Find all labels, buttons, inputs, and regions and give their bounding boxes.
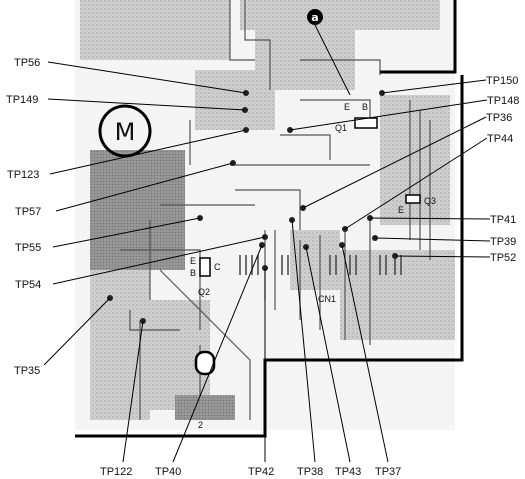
test-point-labels: TP56 TP149 TP123 TP57 TP55 TP54 TP35 TP1… xyxy=(6,57,519,478)
mounting-hole xyxy=(194,350,216,376)
cn1-label: CN1 xyxy=(318,294,336,304)
q3-label: Q3 xyxy=(424,196,436,206)
label-tp41: TP41 xyxy=(490,214,516,226)
q2-pin-e: E xyxy=(190,256,196,266)
q2-pin-c: C xyxy=(214,262,221,272)
motor-symbol: M xyxy=(98,104,152,158)
label-tp36: TP36 xyxy=(486,112,512,124)
label-tp35: TP35 xyxy=(14,365,40,377)
label-tp43: TP43 xyxy=(335,466,361,478)
label-tp56: TP56 xyxy=(14,57,40,69)
label-tp37: TP37 xyxy=(375,466,401,478)
label-tp44: TP44 xyxy=(487,133,513,145)
marker-a: a xyxy=(307,9,351,96)
label-tp149: TP149 xyxy=(6,94,38,106)
label-tp57: TP57 xyxy=(15,206,41,218)
q2-pin-b: B xyxy=(190,268,196,278)
label-tp39: TP39 xyxy=(490,236,516,248)
motor-label: M xyxy=(115,118,136,146)
q1-label: Q1 xyxy=(335,123,347,133)
label-tp42: TP42 xyxy=(248,466,274,478)
label-tp148: TP148 xyxy=(487,95,519,107)
q1-pin-e: E xyxy=(344,102,350,112)
label-tp40: TP40 xyxy=(155,466,181,478)
label-tp38: TP38 xyxy=(297,466,323,478)
transistor-q2: Q2 E B C xyxy=(190,256,221,297)
q2-label: Q2 xyxy=(198,287,210,297)
label-tp150: TP150 xyxy=(486,75,518,87)
leader-lines xyxy=(43,61,491,463)
ic-pin-row xyxy=(239,255,402,275)
label-tp123: TP123 xyxy=(7,169,39,181)
label-tp55: TP55 xyxy=(15,242,41,254)
q1-pin-b: B xyxy=(362,102,368,112)
q3-pin-e: E xyxy=(398,205,404,215)
board-code-label: 2 xyxy=(198,420,203,430)
label-tp54: TP54 xyxy=(15,279,41,291)
marker-a-label: a xyxy=(311,11,318,24)
transistor-q3: Q3 E xyxy=(398,194,436,215)
label-tp122: TP122 xyxy=(100,466,132,478)
label-tp52: TP52 xyxy=(490,252,516,264)
